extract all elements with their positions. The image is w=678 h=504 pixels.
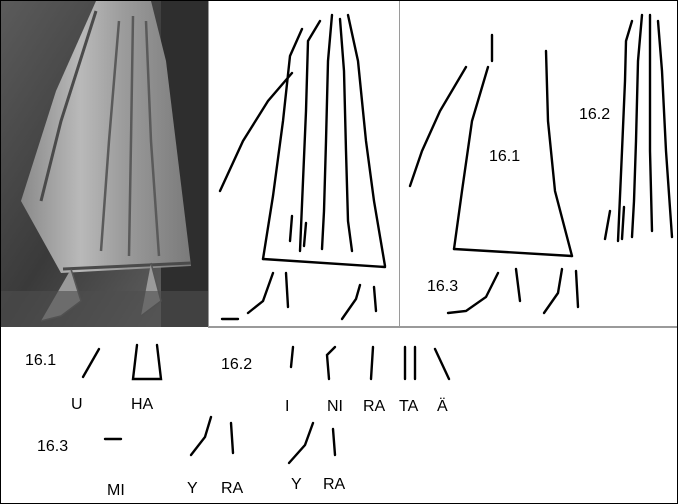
drapery-tracing [208, 1, 399, 327]
sign-label-a-umlaut: Ä [437, 399, 448, 415]
sign-label-ra-1: RA [221, 481, 243, 497]
legend-code-16-2: 16.2 [221, 357, 252, 373]
sign-label-ta: TA [399, 399, 418, 415]
sign-label-ha: HA [131, 397, 153, 413]
sign-label-u: U [71, 397, 83, 413]
sign-label-i: I [285, 399, 289, 415]
sign-label-mi: MI [107, 483, 125, 499]
sign-label-ra-2: RA [323, 477, 345, 493]
group-label-16-2: 16.2 [579, 107, 610, 123]
sign-label-ni: NI [327, 399, 343, 415]
legend-code-16-1: 16.1 [25, 353, 56, 369]
group-label-16-3: 16.3 [427, 279, 458, 295]
sign-label-y-1: Y [187, 481, 198, 497]
legend-code-16-3: 16.3 [37, 439, 68, 455]
sign-label-y-2: Y [291, 477, 302, 493]
robe-relief-photo [1, 1, 208, 327]
sign-label-ra: RA [363, 399, 385, 415]
group-label-16-1: 16.1 [489, 149, 520, 165]
